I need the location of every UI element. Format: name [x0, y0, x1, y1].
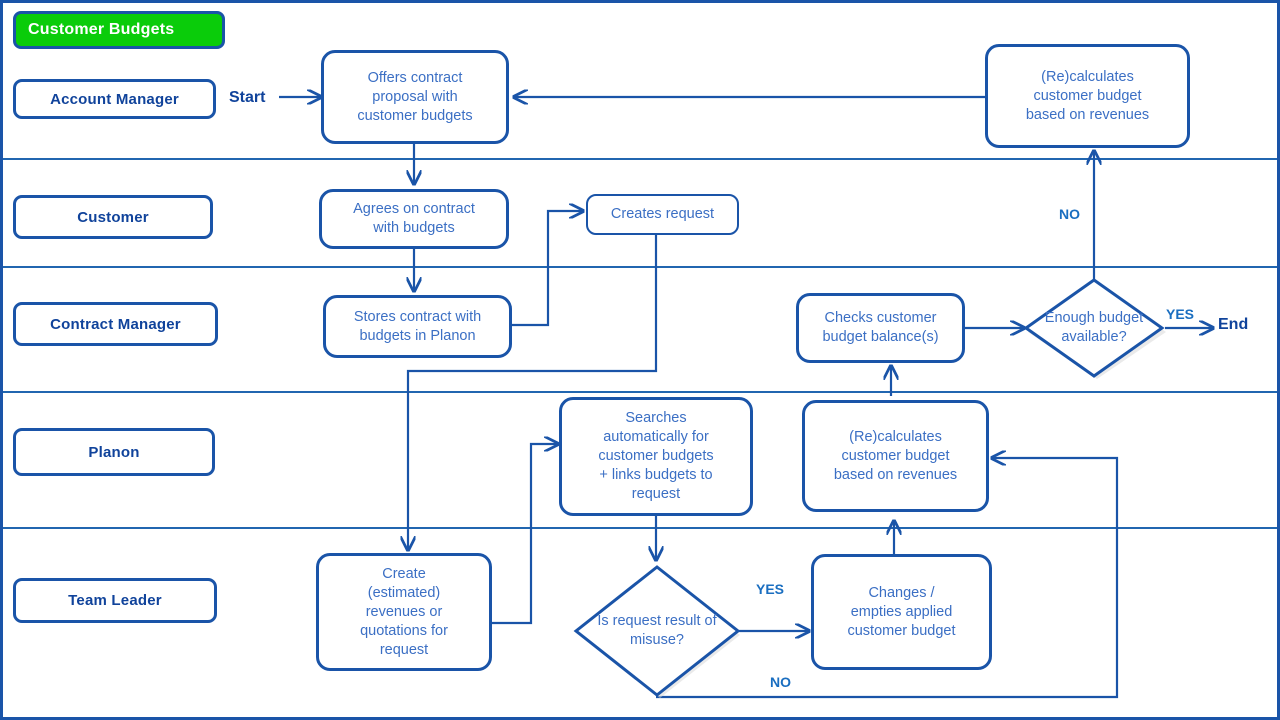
- diagram-title: Customer Budgets: [13, 11, 225, 49]
- node-searches-automatically[interactable]: Searches automatically for customer budg…: [559, 397, 753, 516]
- node-changes-empties-budget[interactable]: Changes / empties applied customer budge…: [811, 554, 992, 670]
- wire-creates-to-create-revenues: [408, 235, 658, 550]
- lane-label-account-manager: Account Manager: [13, 79, 216, 119]
- lane-divider-1: [3, 158, 1277, 160]
- node-line: request: [631, 486, 681, 502]
- lane-divider-2: [3, 266, 1277, 268]
- lane-divider-3: [3, 391, 1277, 393]
- node-line: Checks customer: [824, 310, 937, 326]
- label-yes-enough-budget: YES: [1166, 306, 1195, 322]
- label-no-enough-budget: NO: [1059, 206, 1080, 222]
- node-line: (estimated): [367, 584, 441, 601]
- node-create-revenues-quotations[interactable]: Create (estimated) revenues or quotation…: [316, 553, 492, 671]
- node-line: customer budgets: [357, 107, 473, 124]
- node-creates-request[interactable]: Creates request: [586, 194, 739, 235]
- node-checks-budget-balance[interactable]: Checks customer budget balance(s): [796, 293, 965, 363]
- node-line: quotations for: [360, 622, 448, 639]
- node-line: with budgets: [373, 220, 455, 236]
- lane-label-team-leader: Team Leader: [13, 578, 217, 623]
- node-line: customer budget: [841, 447, 950, 464]
- node-line: customer budgets: [598, 448, 714, 464]
- wire-create-revenues-to-searches: [492, 444, 558, 625]
- node-enough-budget-available[interactable]: Enough budget available?: [1021, 275, 1167, 381]
- node-line: budget balance(s): [822, 329, 939, 345]
- node-line: Searches: [625, 410, 687, 426]
- wire-misuse-no-to-recalc-planon: [656, 458, 1119, 699]
- node-line: customer budget: [1033, 87, 1142, 104]
- label-end: End: [1218, 316, 1249, 333]
- node-line: Agrees on contract: [353, 201, 475, 217]
- lane-divider-4: [3, 527, 1277, 529]
- node-line: automatically for: [603, 429, 709, 445]
- lane-label-planon: Planon: [13, 428, 215, 476]
- node-line: + links budgets to: [599, 467, 713, 483]
- node-line: revenues or: [365, 603, 443, 620]
- node-line: request: [379, 641, 429, 658]
- node-stores-contract[interactable]: Stores contract with budgets in Planon: [323, 295, 512, 358]
- node-line: budgets in Planon: [359, 327, 476, 344]
- wire-stores-to-creates: [512, 211, 583, 327]
- node-line: proposal with: [372, 88, 458, 105]
- node-line: based on revenues: [833, 466, 958, 483]
- node-line: Create: [382, 565, 426, 582]
- node-line: Changes /: [868, 584, 935, 601]
- label-yes-misuse: YES: [756, 581, 785, 597]
- label-start: Start: [229, 89, 266, 106]
- node-line: Stores contract with: [353, 308, 482, 325]
- node-line: customer budget: [847, 622, 956, 639]
- node-line: Creates request: [610, 206, 715, 222]
- node-line: based on revenues: [1025, 106, 1150, 123]
- node-recalculates-budget-planon[interactable]: (Re)calculates customer budget based on …: [802, 400, 989, 512]
- lane-label-customer: Customer: [13, 195, 213, 239]
- lane-label-contract-manager: Contract Manager: [13, 302, 218, 346]
- node-agrees-on-contract[interactable]: Agrees on contract with budgets: [319, 189, 509, 249]
- node-offers-contract-proposal[interactable]: Offers contract proposal with customer b…: [321, 50, 509, 144]
- node-line: empties applied: [850, 603, 953, 620]
- node-recalculates-budget-top[interactable]: (Re)calculates customer budget based on …: [985, 44, 1190, 148]
- node-is-request-misuse[interactable]: Is request result of misuse?: [571, 563, 743, 699]
- node-line: (Re)calculates: [1041, 68, 1134, 85]
- node-line: Offers contract: [367, 69, 463, 86]
- label-no-misuse: NO: [770, 674, 791, 690]
- connector-layer: [279, 3, 1280, 699]
- node-line: (Re)calculates: [849, 428, 942, 445]
